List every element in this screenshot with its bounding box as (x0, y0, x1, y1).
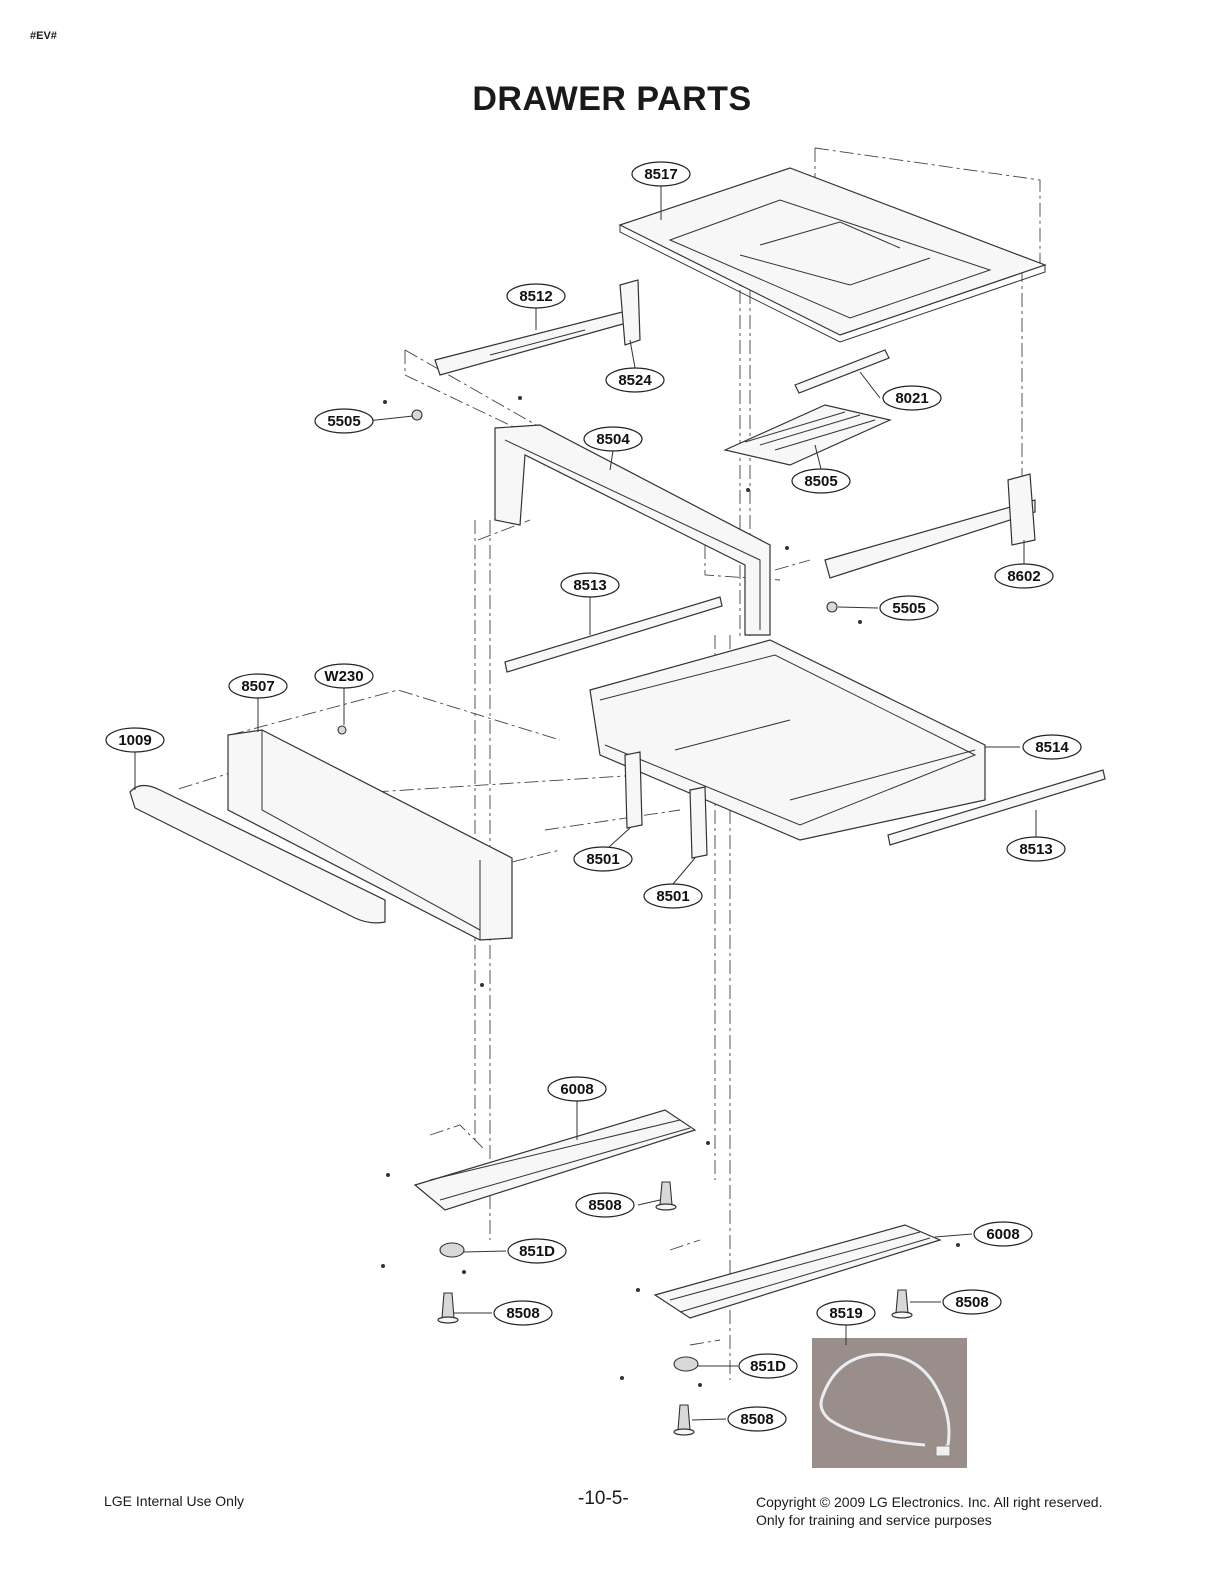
svg-text:8508: 8508 (740, 1411, 773, 1428)
svg-text:8513: 8513 (1019, 841, 1052, 858)
callout-851D-upper: 851D (507, 1238, 567, 1264)
svg-text:5505: 5505 (892, 600, 925, 617)
svg-text:8501: 8501 (586, 851, 619, 868)
cable-lead (819, 1397, 926, 1447)
svg-text:8513: 8513 (573, 577, 606, 594)
svg-text:851D: 851D (750, 1358, 786, 1375)
svg-text:8021: 8021 (895, 390, 928, 407)
svg-text:8517: 8517 (644, 166, 677, 183)
drawer-box-8514 (589, 639, 986, 841)
svg-text:8512: 8512 (519, 288, 552, 305)
roller-5505-upper (383, 400, 423, 421)
left-rail-8512 (434, 279, 641, 400)
callout-5505-lower: 5505 (879, 595, 939, 621)
copyright-text: Copyright © 2009 LG Electronics. Inc. Al… (756, 1494, 1103, 1510)
screw-W230 (337, 725, 347, 735)
callouts: 8517 8512 8524 8021 5505 8504 8505 8602 … (105, 161, 1082, 1432)
wire-harness-photo-8519 (812, 1338, 967, 1468)
reflector-8505 (723, 404, 892, 492)
svg-text:8507: 8507 (241, 678, 274, 695)
slide-8513-lower (887, 769, 1106, 846)
bottom-rail-6008-right (636, 1224, 960, 1319)
svg-text:8519: 8519 (829, 1305, 862, 1322)
svg-text:8508: 8508 (506, 1305, 539, 1322)
callout-8507: 8507 (228, 673, 288, 699)
heater-rod-8021 (794, 349, 890, 394)
svg-text:8524: 8524 (618, 372, 652, 389)
callout-8508-a: 8508 (575, 1192, 635, 1218)
usage-note: Only for training and service purposes (756, 1512, 992, 1528)
thermostat-851D-upper (381, 1242, 466, 1274)
svg-text:W230: W230 (324, 668, 363, 685)
handle-1009 (129, 784, 386, 924)
callout-8514: 8514 (1022, 734, 1082, 760)
leg-8508-d (673, 1404, 695, 1436)
callout-8021: 8021 (882, 385, 942, 411)
cable (820, 1353, 951, 1454)
svg-text:8602: 8602 (1007, 568, 1040, 585)
top-cover-8517 (618, 167, 1047, 343)
callout-8524: 8524 (605, 367, 665, 393)
callout-8505: 8505 (791, 468, 851, 494)
leader-lines (134, 186, 1037, 1421)
leg-8508-a (655, 1181, 677, 1211)
bracket-8501-b (689, 786, 708, 859)
callout-1009: 1009 (105, 727, 165, 753)
callout-8602: 8602 (994, 563, 1054, 589)
drawer-front-8507 (227, 729, 513, 987)
svg-text:5505: 5505 (327, 413, 360, 430)
right-rail-8602 (785, 473, 1036, 579)
svg-text:8501: 8501 (656, 888, 689, 905)
svg-text:851D: 851D (519, 1243, 555, 1260)
svg-text:8504: 8504 (596, 431, 630, 448)
svg-text:6008: 6008 (560, 1081, 593, 1098)
callout-8513-lower: 8513 (1006, 836, 1066, 862)
footer-internal-use: LGE Internal Use Only (104, 1493, 245, 1509)
svg-text:8505: 8505 (804, 473, 837, 490)
callout-8512: 8512 (506, 283, 566, 309)
footer-copyright-block: Copyright © 2009 LG Electronics. Inc. Al… (756, 1493, 1102, 1529)
svg-text:8508: 8508 (588, 1197, 621, 1214)
callout-8508-c: 8508 (942, 1289, 1002, 1315)
document-tag: #EV# (30, 30, 57, 42)
callout-8513-upper: 8513 (560, 572, 620, 598)
callout-W230: W230 (314, 663, 374, 689)
bracket-8501-a (624, 751, 643, 829)
callout-8501-b: 8501 (643, 883, 703, 909)
page-title: DRAWER PARTS (472, 80, 752, 118)
callout-6008-lower: 6008 (973, 1221, 1033, 1247)
callout-8517: 8517 (631, 161, 691, 187)
bottom-rail-6008-left (386, 1109, 710, 1211)
callout-5505-upper: 5505 (314, 408, 374, 434)
frame-8504 (494, 424, 771, 636)
svg-text:8508: 8508 (955, 1294, 988, 1311)
slide-8513-upper (504, 596, 723, 673)
leg-8508-b (437, 1292, 459, 1324)
connector-icon (935, 1445, 951, 1457)
callout-8501-a: 8501 (573, 846, 633, 872)
callout-851D-lower: 851D (738, 1353, 798, 1379)
callout-6008-upper: 6008 (547, 1076, 607, 1102)
thermostat-851D-lower (620, 1356, 702, 1387)
svg-text:1009: 1009 (118, 732, 151, 749)
leg-8508-c (891, 1289, 913, 1319)
svg-text:6008: 6008 (986, 1226, 1019, 1243)
callout-8508-b: 8508 (493, 1300, 553, 1326)
svg-text:8514: 8514 (1035, 739, 1069, 756)
callout-8508-d: 8508 (727, 1406, 787, 1432)
page-number: -10-5- (578, 1488, 629, 1509)
callout-8519: 8519 (816, 1300, 876, 1326)
roller-5505-lower (826, 601, 862, 624)
callout-8504: 8504 (583, 426, 643, 452)
